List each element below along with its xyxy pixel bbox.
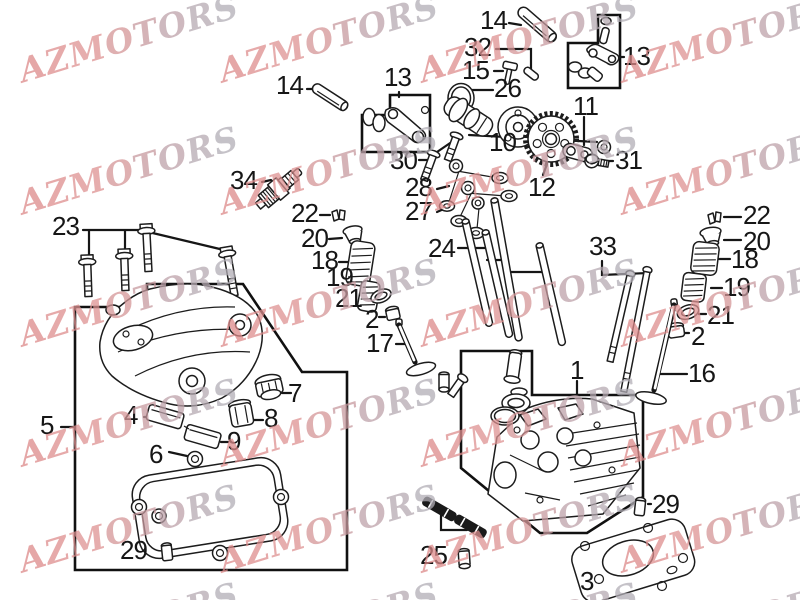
plug-29-left xyxy=(160,542,174,562)
part-label-13: 13 xyxy=(623,41,651,71)
studs-33 xyxy=(606,265,653,393)
spring-seat-21-right xyxy=(676,303,700,321)
group-box-13-right xyxy=(566,13,622,90)
cover-bolts-23 xyxy=(77,222,239,298)
spark-plug-34 xyxy=(254,168,303,210)
part-label-9: 9 xyxy=(227,426,242,456)
tappet-screw-15 xyxy=(502,60,519,85)
part-label-22: 22 xyxy=(743,200,771,230)
part-label-25: 25 xyxy=(420,540,448,570)
valve-spring-19-right xyxy=(680,271,708,303)
part-label-19: 19 xyxy=(723,272,751,302)
part-label-13: 13 xyxy=(384,62,412,92)
part-label-1: 1 xyxy=(570,355,585,385)
part-label-19: 19 xyxy=(326,262,354,292)
part-label-14: 14 xyxy=(276,70,304,100)
valve-cover-drawing xyxy=(99,283,263,407)
part-label-17: 17 xyxy=(366,328,394,358)
part-label-26: 26 xyxy=(494,73,522,103)
part-label-15: 15 xyxy=(462,55,490,85)
part-label-29: 29 xyxy=(652,489,680,519)
part-label-16: 16 xyxy=(688,358,716,388)
part-label-4: 4 xyxy=(124,400,139,430)
push-rods-24 xyxy=(461,197,567,347)
cover-gasket-6 xyxy=(130,450,290,562)
rubber-pad-9 xyxy=(183,423,222,450)
part-label-21: 21 xyxy=(707,300,735,330)
valve-seal-2-left xyxy=(384,305,401,322)
part-label-12: 12 xyxy=(528,172,556,202)
plug-29-right xyxy=(633,496,647,517)
part-label-20: 20 xyxy=(301,223,329,253)
part-label-23: 23 xyxy=(52,211,80,241)
rubber-pad-4 xyxy=(145,403,185,430)
rocker-arm-13-right xyxy=(567,16,620,83)
part-label-28: 28 xyxy=(405,172,433,202)
studs-25 xyxy=(422,496,487,539)
part-label-31: 31 xyxy=(615,145,643,175)
part-label-18: 18 xyxy=(311,245,339,275)
part-label-32: 32 xyxy=(464,32,492,62)
part-label-30: 30 xyxy=(390,145,418,175)
part-label-11: 11 xyxy=(573,91,599,121)
rocker-hardware-cluster xyxy=(419,131,612,240)
cylinder-head-drawing xyxy=(487,397,641,522)
part-label-18: 18 xyxy=(731,244,759,274)
cap-7 xyxy=(254,373,284,401)
part-label-34: 34 xyxy=(230,165,258,195)
valve-16 xyxy=(635,298,679,406)
pin-14-center xyxy=(517,6,557,43)
valve-cotters-22-left xyxy=(331,209,346,222)
part-label-7: 7 xyxy=(288,378,303,408)
part-label-33: 33 xyxy=(589,231,617,261)
plug-8 xyxy=(227,398,255,428)
part-label-27: 27 xyxy=(405,196,433,226)
valve-spring-18-left xyxy=(345,240,376,288)
part-label-6: 6 xyxy=(149,439,164,469)
part-label-5: 5 xyxy=(40,410,55,440)
valve-17 xyxy=(395,318,437,377)
part-label-8: 8 xyxy=(264,403,279,433)
part-label-14: 14 xyxy=(480,5,508,35)
group-box-1 xyxy=(459,349,645,535)
part-label-2: 2 xyxy=(365,304,380,334)
part-label-21: 21 xyxy=(335,283,363,313)
head-gasket-3 xyxy=(571,518,696,600)
spring-seat-21-left xyxy=(370,288,392,304)
rocker-arm-13-left xyxy=(362,105,430,144)
dowel-pin xyxy=(457,547,471,570)
pin-32 xyxy=(523,66,540,81)
valve-cotters-22-right xyxy=(707,211,722,225)
part-label-2: 2 xyxy=(691,321,706,351)
head-small-parts xyxy=(447,348,531,426)
tappet-cylinder xyxy=(438,371,450,393)
part-label-3: 3 xyxy=(580,566,595,596)
part-label-29: 29 xyxy=(120,535,148,565)
pin-14-left xyxy=(311,83,349,112)
part-label-22: 22 xyxy=(291,198,319,228)
part-label-10: 10 xyxy=(489,127,517,157)
part-label-24: 24 xyxy=(428,233,456,263)
camshaft-10 xyxy=(443,96,539,148)
part-label-20: 20 xyxy=(743,226,771,256)
